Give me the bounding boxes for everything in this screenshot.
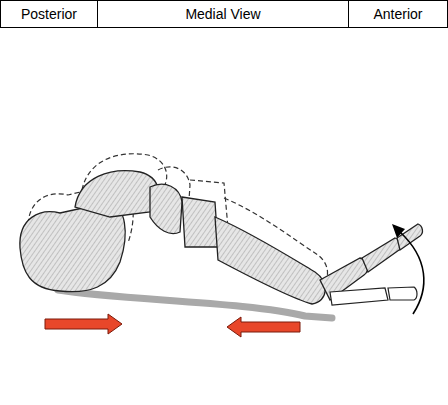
- header-cell: Anterior: [348, 0, 448, 28]
- header-text: Anterior: [373, 6, 422, 22]
- rotation-arrow: [400, 232, 424, 314]
- rotation-arrowhead: [392, 224, 405, 238]
- tension-arrow: [45, 314, 122, 334]
- header-cell: Posterior: [0, 0, 98, 28]
- tension-arrow: [227, 317, 300, 337]
- neutral-toes: [330, 287, 417, 305]
- header-cell: Medial View: [97, 0, 349, 28]
- foot-bones: [20, 171, 423, 304]
- header-text: Posterior: [21, 6, 77, 22]
- header-text: Medial View: [185, 6, 260, 22]
